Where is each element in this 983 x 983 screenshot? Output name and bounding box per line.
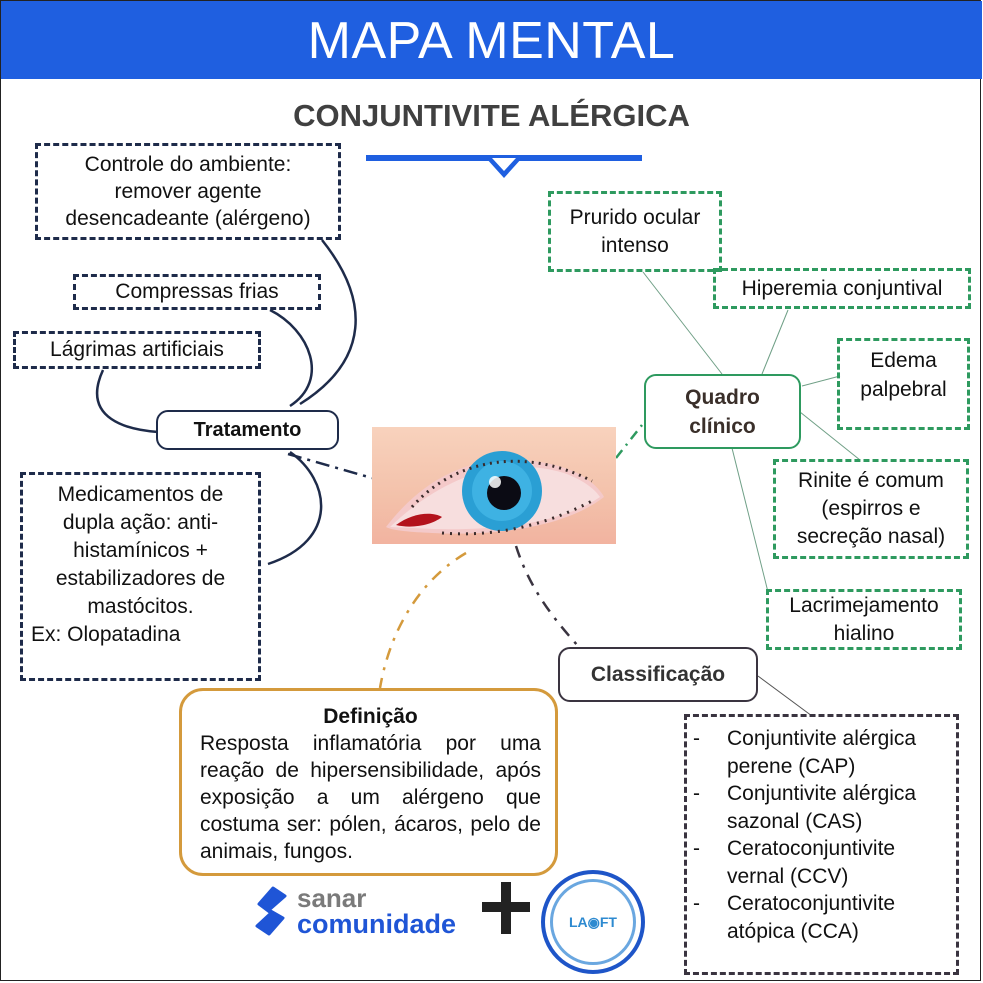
controle-line-3: desencadeante (alérgeno) [65,207,311,230]
bullet: - [693,892,700,915]
class-item-3-line-1: Ceratoconjuntivite [727,837,896,860]
compressas-label: Compressas frias [115,280,279,303]
rinite-line-2: (espirros e [821,497,921,520]
sanar-s-icon [255,886,287,936]
treatment-item-compressas: Compressas frias [73,274,321,310]
classification-item: - Ceratoconjuntivite atópica (CCA) [687,890,956,945]
classification-item: - Conjuntivite alérgica perene (CAP) [687,725,956,780]
laoft-logo: LA◉FT [541,870,645,974]
classificacao-label: Classificação [590,662,726,686]
tratamento-label: Tratamento [193,418,302,441]
link-compressas [269,308,314,408]
lagrimas-label: Lágrimas artificiais [50,338,224,361]
treatment-item-controle: Controle do ambiente: remover agente des… [35,143,341,240]
med-example: Ex: Olopatadina [31,623,181,646]
definition-title: Definição [323,705,418,728]
class-item-2-line-1: Conjuntivite alérgica [727,782,917,805]
class-item-4-line-1: Ceratoconjuntivite [727,892,896,915]
link-classificacao-list [757,675,813,717]
definition-body: Resposta inflamatória por uma reação de … [200,732,541,863]
link-edema [801,375,841,387]
title-underline [366,155,642,178]
link-controle [299,239,357,406]
plus-icon [482,882,530,934]
sanar-comunidade-logo: sanar comunidade [255,883,457,939]
link-eye-classificacao [514,545,579,647]
edema-line-1: Edema [870,349,937,372]
bullet: - [693,727,700,750]
node-tratamento[interactable]: Tratamento [156,410,339,450]
laoft-text: LA◉FT [569,913,617,930]
definition-box: Definição Resposta inflamatória por uma … [179,688,558,876]
clinical-item-rinite: Rinite é comum (espirros e secreção nasa… [773,459,969,559]
node-classificacao[interactable]: Classificação [558,647,758,702]
bullet: - [693,782,700,805]
controle-line-2: remover agente [114,180,262,203]
prurido-line-1: Prurido ocular [569,205,701,229]
clinical-item-edema: Edema palpebral [837,338,970,430]
treatment-item-medicamentos: Medicamentos de dupla ação: anti- histam… [20,472,261,681]
class-item-1-line-1: Conjuntivite alérgica [727,727,917,750]
link-prurido [642,271,723,375]
edema-line-2: palpebral [860,378,947,401]
red-eye-illustration [372,427,616,544]
sanar-text: sanar [297,883,367,913]
comunidade-text: comunidade [297,909,457,939]
link-hiperemia [761,309,789,375]
classification-item: - Ceratoconjuntivite vernal (CCV) [687,835,956,890]
med-line-5: mastócitos. [87,595,194,618]
med-line-3: histamínicos + [73,539,208,562]
treatment-item-lagrimas: Lágrimas artificiais [13,331,261,369]
link-tratamento-eye [287,452,373,480]
map-subtitle: CONJUNTIVITE ALÉRGICA [293,98,690,133]
clinical-item-prurido: Prurido ocular intenso [548,191,722,272]
lacrimejamento-line-2: hialino [833,621,895,645]
node-quadro-clinico[interactable]: Quadro clínico [644,374,801,449]
link-lagrimas [95,369,159,434]
link-eye-quadro [615,424,643,459]
classification-item: - Conjuntivite alérgica sazonal (CAS) [687,780,956,835]
lacrimejamento-line-1: Lacrimejamento [789,593,939,617]
quadro-label-1: Quadro [685,385,760,409]
page-title: MAPA MENTAL [307,12,676,70]
class-item-1-line-2: perene (CAP) [727,754,856,778]
link-medicamentos [267,450,323,566]
link-lacrimejamento [729,439,769,593]
link-rinite [799,411,861,461]
clinical-item-lacrimejamento: Lacrimejamento hialino [766,589,962,650]
bullet: - [693,837,700,860]
rinite-line-3: secreção nasal) [796,525,946,548]
class-item-2-line-2: sazonal (CAS) [727,809,863,833]
class-item-3-line-2: vernal (CCV) [727,864,849,888]
hiperemia-label: Hiperemia conjuntival [741,276,943,300]
controle-line-1: Controle do ambiente: [84,153,292,176]
link-eye-definicao [378,551,467,689]
quadro-label-2: clínico [689,414,756,438]
rinite-line-1: Rinite é comum [798,469,944,492]
prurido-line-2: intenso [601,233,669,257]
eye-icon [386,451,604,536]
header-banner: MAPA MENTAL [1,1,982,79]
med-line-2: dupla ação: anti- [62,511,219,534]
class-item-4-line-2: atópica (CCA) [727,919,859,943]
clinical-item-hiperemia: Hiperemia conjuntival [713,268,971,309]
med-line-4: estabilizadores de [55,567,226,590]
med-line-1: Medicamentos de [57,483,224,506]
classification-list: - Conjuntivite alérgica perene (CAP) - Co… [684,714,959,975]
